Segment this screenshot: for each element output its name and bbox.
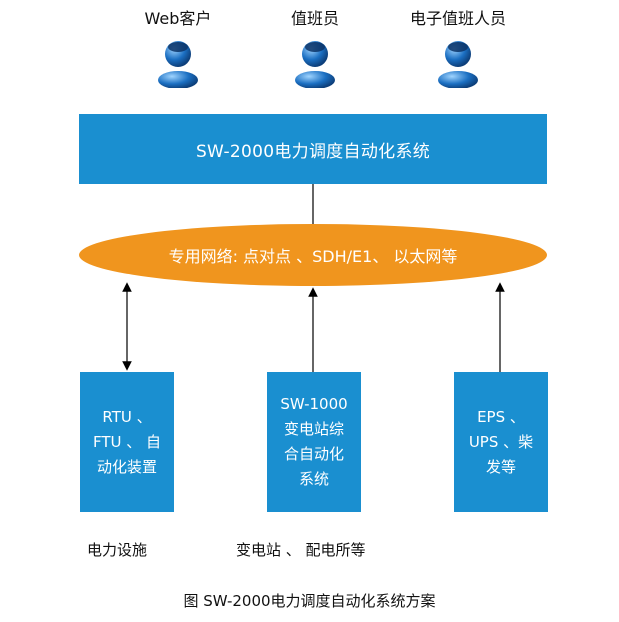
person-icon: [295, 41, 335, 88]
network-label: 专用网络: 点对点 、SDH/E1、 以太网等: [168, 247, 458, 266]
subsystem-box-sw1000: SW-1000 变电站综 合自动化 系统: [267, 372, 361, 512]
user-label-web-client: Web客户: [144, 9, 212, 28]
subsystem-label-sw1000: SW-1000 变电站综 合自动化 系统: [280, 395, 348, 488]
person-icon: [158, 41, 198, 88]
user-label-duty-operator: 值班员: [290, 9, 339, 28]
subsystem-box-rtu: RTU 、 FTU 、 自 动化装置: [80, 372, 174, 512]
user-label-electronic-duty: 电子值班人员: [409, 9, 506, 28]
caption-power-facilities: 电力设施: [87, 541, 148, 559]
subsystem-box-eps: EPS 、 UPS 、柴 发等: [454, 372, 548, 512]
main-system-box: SW-2000电力调度自动化系统: [79, 114, 547, 184]
network-ellipse: 专用网络: 点对点 、SDH/E1、 以太网等: [79, 224, 547, 286]
figure-caption: 图 SW-2000电力调度自动化系统方案: [183, 592, 436, 610]
caption-substations: 变电站 、 配电所等: [236, 541, 366, 559]
subsystem-label-rtu: RTU 、 FTU 、 自 动化装置: [92, 407, 162, 476]
user-web-client: Web客户: [103, 8, 253, 88]
subsystem-label-eps: EPS 、 UPS 、柴 发等: [468, 407, 534, 476]
person-icon: [438, 41, 478, 88]
user-duty-operator: 值班员: [240, 8, 390, 88]
main-system-label: SW-2000电力调度自动化系统: [195, 141, 431, 162]
user-electronic-duty: 电子值班人员: [383, 8, 533, 88]
